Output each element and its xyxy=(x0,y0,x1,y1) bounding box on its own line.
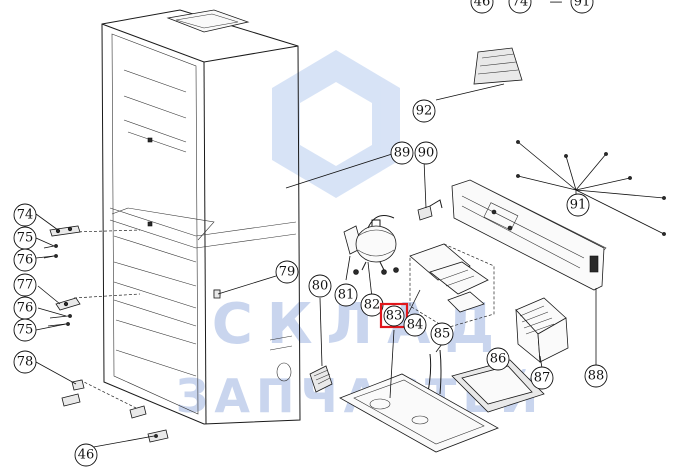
callout-89: 89 xyxy=(390,141,414,165)
watermark-logo-icon xyxy=(272,50,400,198)
hinge-guide-line-upper xyxy=(73,229,141,233)
svg-text:46: 46 xyxy=(474,0,491,10)
svg-text:75: 75 xyxy=(17,231,34,246)
leader-lines xyxy=(35,83,597,449)
svg-text:78: 78 xyxy=(17,355,34,370)
callout-76-lower: 76 xyxy=(13,296,37,320)
callout-85: 85 xyxy=(430,322,454,346)
svg-text:87: 87 xyxy=(534,371,551,386)
svg-text:74: 74 xyxy=(17,208,34,223)
callout-92: 92 xyxy=(412,99,436,123)
callout-46: 46 xyxy=(74,443,98,467)
callout-46-top: 46 xyxy=(470,0,494,14)
svg-text:86: 86 xyxy=(490,352,507,367)
callout-74-top: 74 xyxy=(508,0,532,14)
screws-lower xyxy=(47,314,72,327)
callout-78: 78 xyxy=(13,350,37,374)
callout-84: 84 xyxy=(403,313,427,337)
callout-87: 87 xyxy=(530,366,554,390)
svg-text:75: 75 xyxy=(17,323,34,338)
svg-text:80: 80 xyxy=(312,279,329,294)
refrigerator-cabinet xyxy=(101,9,301,425)
callout-75-lower: 75 xyxy=(13,318,37,342)
part-85-drain-hose xyxy=(427,349,442,395)
callout-90: 90 xyxy=(414,141,438,165)
hinge-bottom-bracket xyxy=(61,393,147,419)
callout-range-dash: — xyxy=(550,0,563,10)
part-92-filter-pad xyxy=(473,47,523,85)
svg-text:91: 91 xyxy=(570,198,587,213)
callout-74: 74 xyxy=(13,203,37,227)
svg-text:90: 90 xyxy=(418,146,435,161)
svg-text:82: 82 xyxy=(364,298,381,313)
part-83-base-plate xyxy=(339,373,499,453)
part-91-wire-harness xyxy=(516,140,666,236)
svg-text:76: 76 xyxy=(17,253,34,268)
callout-76-upper: 76 xyxy=(13,248,37,272)
svg-text:76: 76 xyxy=(17,301,34,316)
callout-80: 80 xyxy=(308,274,332,298)
callout-83[interactable]: 83 xyxy=(383,305,405,327)
svg-text:—: — xyxy=(550,0,563,10)
part-86-drip-tray xyxy=(451,359,545,413)
callout-91: 91 xyxy=(566,193,590,217)
svg-text:77: 77 xyxy=(17,278,34,293)
hinge-bottom-bracket-lower xyxy=(147,429,169,443)
svg-text:85: 85 xyxy=(434,327,451,342)
part-90-bracket xyxy=(417,199,443,221)
callout-75-upper: 75 xyxy=(13,226,37,250)
hinge-bottom-pin xyxy=(71,379,85,391)
svg-text:92: 92 xyxy=(416,104,433,119)
part-79-clip xyxy=(213,289,221,299)
part-88-control-panel xyxy=(451,179,607,291)
svg-text:46: 46 xyxy=(78,448,95,463)
svg-text:74: 74 xyxy=(512,0,529,10)
hinge-middle xyxy=(55,297,81,311)
callout-91-top: 91 xyxy=(570,0,594,14)
hinge-guide-line-lower xyxy=(73,293,141,299)
callout-86: 86 xyxy=(486,347,510,371)
callout-77: 77 xyxy=(13,273,37,297)
part-87-condenser xyxy=(515,297,569,363)
svg-text:84: 84 xyxy=(407,318,424,333)
part-84-pcb-frame xyxy=(409,243,495,329)
svg-text:83: 83 xyxy=(386,309,403,324)
highlight-box-83 xyxy=(379,302,409,329)
hinge-upper xyxy=(49,225,81,237)
callout-79: 79 xyxy=(275,260,299,284)
compressor-assembly xyxy=(343,215,399,275)
hinge-guide-line-bottom xyxy=(79,379,137,409)
svg-text:88: 88 xyxy=(588,369,605,384)
part-80-grille xyxy=(309,365,333,393)
callout-82: 82 xyxy=(360,293,384,317)
svg-text:79: 79 xyxy=(279,265,296,280)
svg-text:81: 81 xyxy=(338,288,355,303)
callout-88: 88 xyxy=(584,364,608,388)
svg-text:89: 89 xyxy=(394,146,411,161)
callout-81: 81 xyxy=(334,283,358,307)
svg-text:91: 91 xyxy=(574,0,591,10)
